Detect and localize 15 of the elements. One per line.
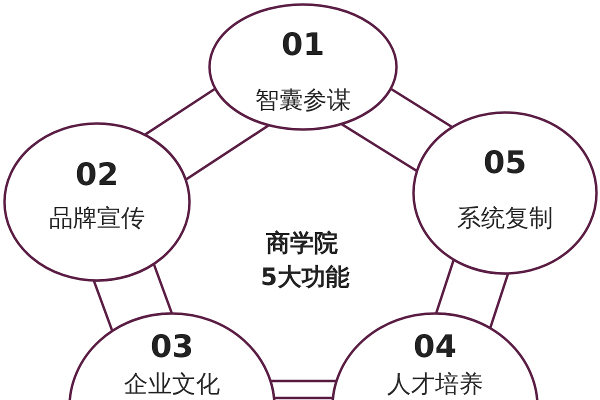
circle-node [412,111,598,275]
function-name: 智囊参谋 [255,85,351,115]
step-number: 05 [483,145,527,181]
step-number: 04 [413,329,457,365]
step-number: 02 [75,157,119,193]
step-number: 01 [281,27,325,63]
function-name: 品牌宣传 [49,203,145,233]
function-name: 系统复制 [457,203,553,233]
center-title: 商学院 [266,228,338,258]
circle-node [3,122,191,282]
step-number: 03 [150,329,194,365]
function-name: 人才培养 [387,369,483,399]
function-name: 企业文化 [124,369,220,399]
center-title: 5大功能 [260,262,350,292]
circle-node [208,3,398,131]
